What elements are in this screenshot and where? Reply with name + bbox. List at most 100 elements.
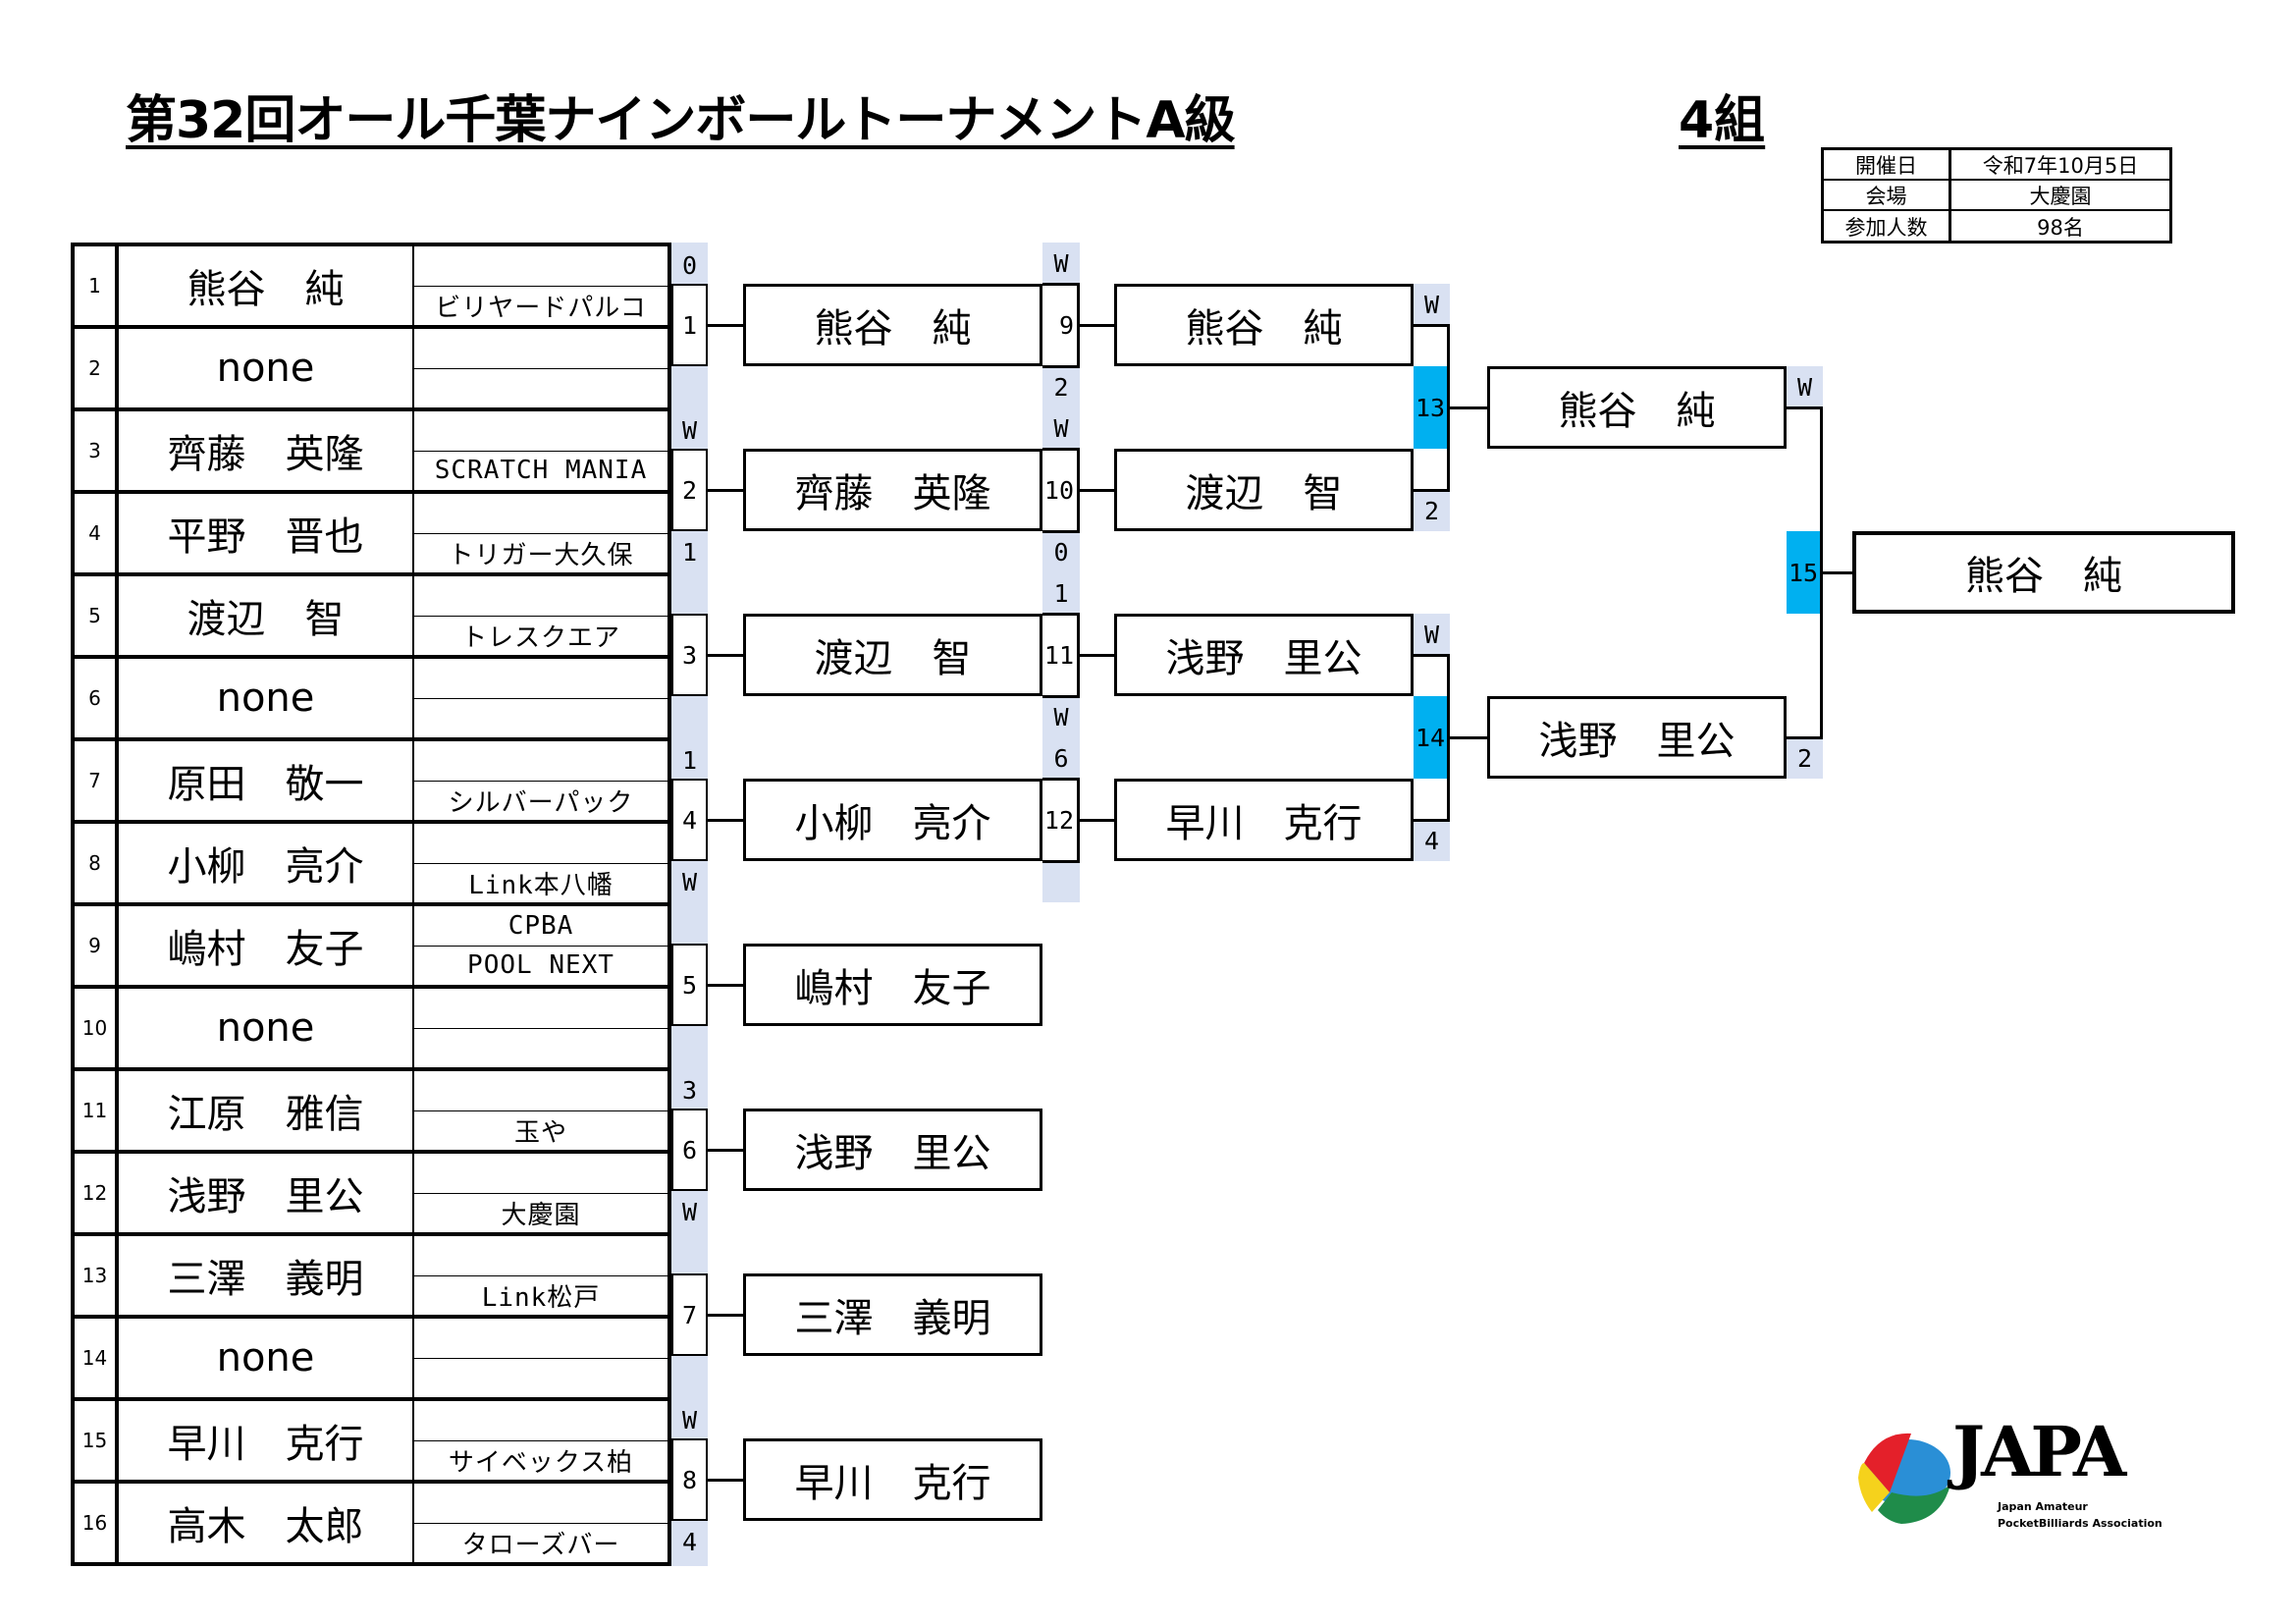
club-line bbox=[414, 824, 667, 863]
round2-player-box: 浅野 里公 bbox=[743, 1109, 1042, 1191]
bracket-line bbox=[1447, 324, 1450, 492]
event-info-table: 開催日 令和7年10月5日 会場 大慶園 参加人数 98名 bbox=[1821, 147, 2172, 244]
connector-line bbox=[1080, 654, 1114, 657]
info-value: 大慶園 bbox=[2029, 184, 2092, 208]
score-bottom: W bbox=[681, 1197, 698, 1226]
score-bottom bbox=[671, 696, 708, 737]
club-cell: タローズバー bbox=[414, 1484, 667, 1562]
info-row-venue: 会場 大慶園 bbox=[1824, 181, 2169, 211]
club-line: CPBA bbox=[507, 910, 574, 941]
club-cell bbox=[414, 659, 667, 737]
player-name: 平野 晋也 bbox=[119, 494, 414, 572]
player-name: 小柳 亮介 bbox=[119, 824, 414, 902]
japa-logo-mark-icon bbox=[1858, 1433, 1950, 1524]
seed-number: 3 bbox=[75, 411, 119, 490]
club-line bbox=[414, 1154, 667, 1193]
match-number: 11 bbox=[1043, 640, 1074, 670]
club-line bbox=[414, 697, 667, 738]
winner-box: 浅野 里公 bbox=[1487, 696, 1787, 779]
match-number: 9 bbox=[1058, 310, 1074, 340]
player-name: none bbox=[119, 1319, 414, 1397]
club-cell: サイベックス柏 bbox=[414, 1401, 667, 1480]
seed-number: 1 bbox=[75, 246, 119, 325]
connector-line bbox=[1080, 819, 1114, 822]
player-name: 渡辺 智 bbox=[119, 576, 414, 655]
bracket-line bbox=[1414, 324, 1450, 327]
score-top: 0 bbox=[681, 250, 698, 280]
connector-line bbox=[1823, 571, 1852, 574]
match-number: 12 bbox=[1043, 805, 1074, 835]
club-cell: SCRATCH MANIA bbox=[414, 411, 667, 490]
connector-line bbox=[708, 1314, 743, 1317]
connector-line bbox=[708, 1149, 743, 1152]
seed-number: 9 bbox=[75, 906, 119, 985]
round2-player-box: 小柳 亮介 bbox=[743, 779, 1042, 861]
bracket-line bbox=[1077, 778, 1080, 863]
bracket-line bbox=[1414, 654, 1450, 657]
club-cell bbox=[414, 329, 667, 407]
score-bottom: 2 bbox=[1042, 366, 1080, 407]
seed-number: 2 bbox=[75, 329, 119, 407]
club-line bbox=[414, 741, 667, 781]
bracket-line bbox=[1077, 613, 1080, 698]
club-cell: 玉や bbox=[414, 1071, 667, 1150]
bracket-line bbox=[1447, 654, 1450, 822]
group-label: 4組 bbox=[1679, 91, 1766, 150]
score-top: 6 bbox=[1042, 737, 1080, 779]
club-line bbox=[414, 576, 667, 616]
score-top: W bbox=[1042, 243, 1080, 284]
seed-number: 14 bbox=[75, 1319, 119, 1397]
player-name: none bbox=[119, 659, 414, 737]
score-bottom: 2 bbox=[1787, 737, 1823, 779]
club-line: 大慶園 bbox=[414, 1192, 667, 1233]
seed-number: 7 bbox=[75, 741, 119, 820]
score-top: 3 bbox=[681, 1075, 698, 1105]
info-label: 開催日 bbox=[1824, 150, 1951, 179]
match-number-box: 6 bbox=[671, 1109, 708, 1191]
page-title: 第32回オール千葉ナインボールトーナメントA級 bbox=[126, 91, 1236, 150]
club-line: 玉や bbox=[414, 1110, 667, 1151]
club-line: POOL NEXT bbox=[414, 945, 667, 986]
bracket-line bbox=[1042, 365, 1080, 368]
score-bottom: 0 bbox=[1042, 531, 1080, 572]
connector-line bbox=[708, 1479, 743, 1482]
club-line bbox=[414, 246, 667, 286]
player-name: none bbox=[119, 989, 414, 1067]
player-name: 高木 太郎 bbox=[119, 1484, 414, 1562]
club-line bbox=[414, 367, 667, 408]
score-bottom: 2 bbox=[1414, 490, 1450, 531]
connector-line bbox=[708, 819, 743, 822]
bracket-line bbox=[1042, 860, 1080, 863]
club-cell: シルバーパック bbox=[414, 741, 667, 820]
score-bottom: W bbox=[681, 867, 698, 896]
club-line bbox=[414, 494, 667, 533]
match-number-highlight: 13 bbox=[1414, 366, 1447, 449]
player-name: 浅野 里公 bbox=[119, 1154, 414, 1232]
score-top: W bbox=[681, 415, 698, 445]
club-cell bbox=[414, 989, 667, 1067]
score-bottom: 1 bbox=[681, 537, 698, 567]
seed-number: 11 bbox=[75, 1071, 119, 1150]
score-top: W bbox=[1414, 614, 1450, 655]
match-number-box: 3 bbox=[671, 614, 708, 696]
winner-box: 渡辺 智 bbox=[1114, 449, 1414, 531]
seed-number: 5 bbox=[75, 576, 119, 655]
bracket-line bbox=[1414, 489, 1450, 492]
player-name: 早川 克行 bbox=[119, 1401, 414, 1480]
bracket-line bbox=[1042, 448, 1080, 451]
seed-number: 12 bbox=[75, 1154, 119, 1232]
club-cell: Link松戸 bbox=[414, 1236, 667, 1315]
connector-line bbox=[1080, 324, 1114, 327]
club-cell: トレスクエア bbox=[414, 576, 667, 655]
round2-player-box: 早川 克行 bbox=[743, 1438, 1042, 1521]
bracket-line bbox=[1042, 613, 1080, 616]
